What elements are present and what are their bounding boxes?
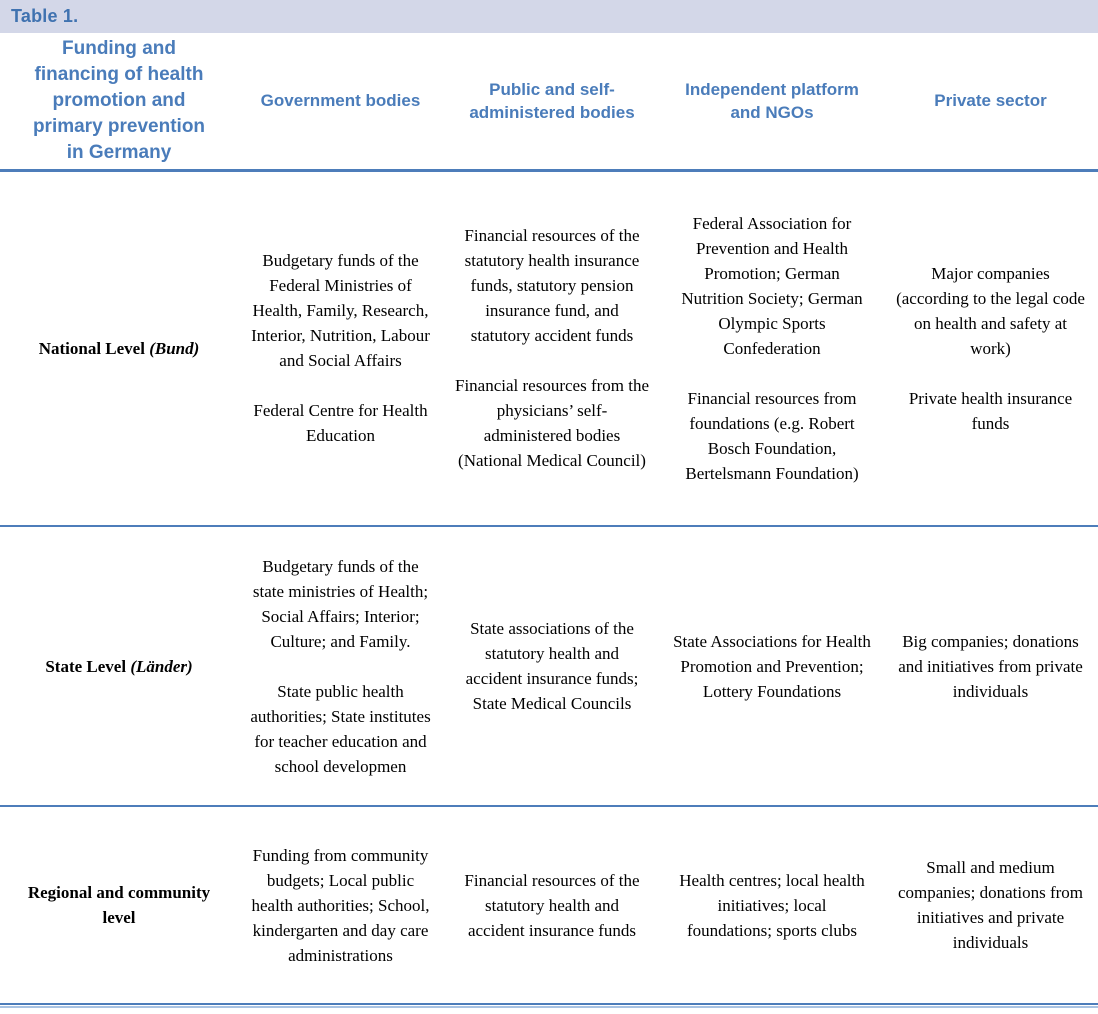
cell-paragraph: Small and medium companies; donations fr… <box>897 858 1084 952</box>
cell-regional-public-self-administered: Financial resources of the statutory hea… <box>443 806 661 1005</box>
bottom-rule <box>0 1006 1098 1008</box>
cell-paragraph: Budgetary funds of the Federal Ministrie… <box>251 251 430 371</box>
cell-paragraph: Major companies (according to the legal … <box>896 263 1085 358</box>
cell-national-public-self-administered: Financial resources of the statutory hea… <box>443 170 661 527</box>
cell-regional-government: Funding from community budgets; Local pu… <box>238 806 443 1005</box>
cell-paragraph: State public health authorities; State i… <box>250 681 431 776</box>
cell-state-public-self-administered: State associations of the statutory heal… <box>443 526 661 807</box>
row-label-state: State Level (Länder) <box>0 526 238 807</box>
cell-paragraph: State associations of the statutory heal… <box>465 619 639 713</box>
row-label-text: State Level <box>45 656 127 676</box>
row-label-national: National Level (Bund) <box>0 170 238 527</box>
cell-state-government: Budgetary funds of the state ministries … <box>238 526 443 807</box>
column-header-government-bodies: Government bodies <box>238 33 443 172</box>
cell-national-independent-ngos: Federal Association for Prevention and H… <box>661 170 883 527</box>
cell-paragraph: Budgetary funds of the state ministries … <box>252 556 429 651</box>
row-label-italic: (Bund) <box>149 338 200 358</box>
cell-national-private-sector: Major companies (according to the legal … <box>883 170 1098 527</box>
cell-paragraph: Funding from community budgets; Local pu… <box>251 845 430 965</box>
table-caption: Table 1. <box>11 6 79 26</box>
column-header-independent-ngos: Independent platform and NGOs <box>661 33 883 172</box>
cell-paragraph: Federal Association for Prevention and H… <box>681 213 863 358</box>
row-label-text: National Level <box>38 338 145 358</box>
table-row-national: National Level (Bund) Budgetary funds of… <box>0 170 1098 527</box>
cell-paragraph: Financial resources of the statutory hea… <box>464 870 640 940</box>
cell-paragraph: Financial resources from foundations (e.… <box>685 388 859 483</box>
table-caption-bar: Table 1. <box>0 0 1098 33</box>
cell-paragraph: Financial resources from the physicians’… <box>455 376 650 471</box>
column-header-public-self-administered: Public and self-administered bodies <box>443 33 661 172</box>
cell-national-government: Budgetary funds of the Federal Ministrie… <box>238 170 443 527</box>
table-header-row: Funding and financing of health promotio… <box>0 33 1098 172</box>
table-corner-header: Funding and financing of health promotio… <box>0 33 238 172</box>
cell-paragraph: State Associations for Health Promotion … <box>673 631 871 701</box>
cell-regional-independent-ngos: Health centres; local health initiatives… <box>661 806 883 1005</box>
cell-paragraph: Private health insurance funds <box>908 388 1073 433</box>
cell-regional-private-sector: Small and medium companies; donations fr… <box>883 806 1098 1005</box>
cell-state-private-sector: Big companies; donations and initiatives… <box>883 526 1098 807</box>
row-label-regional: Regional and community level <box>0 806 238 1005</box>
cell-state-independent-ngos: State Associations for Health Promotion … <box>661 526 883 807</box>
cell-paragraph: Big companies; donations and initiatives… <box>898 631 1083 701</box>
cell-paragraph: Financial resources of the statutory hea… <box>464 226 640 346</box>
row-label-italic: (Länder) <box>130 656 193 676</box>
row-label-text: Regional and community level <box>27 883 211 927</box>
table-row-regional: Regional and community level Funding fro… <box>0 806 1098 1005</box>
cell-paragraph: Federal Centre for Health Education <box>253 401 428 446</box>
column-header-private-sector: Private sector <box>883 33 1098 172</box>
funding-table: Funding and financing of health promotio… <box>0 33 1098 1005</box>
cell-paragraph: Health centres; local health initiatives… <box>679 870 865 940</box>
table-row-state: State Level (Länder) Budgetary funds of … <box>0 526 1098 807</box>
